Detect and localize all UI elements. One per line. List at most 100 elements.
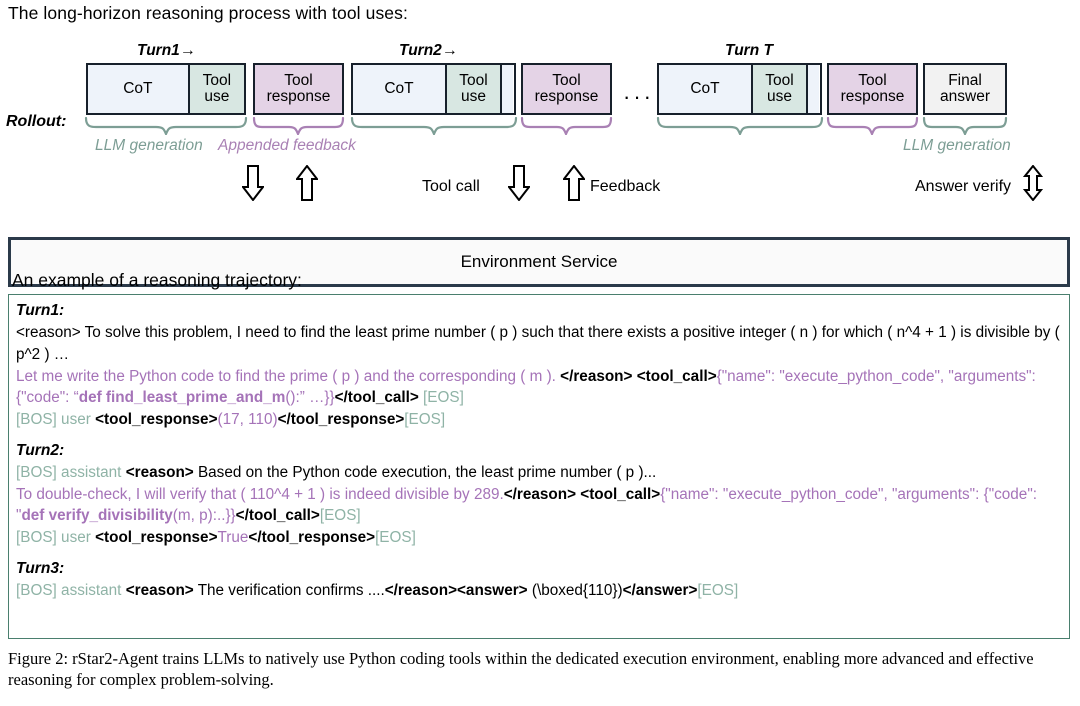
turn1-role-user: user [56,411,96,429]
brace-turnT-feedback [826,117,919,135]
trajectory-turn1-line2: Let me write the Python code to find the… [16,366,1062,409]
cell-tool-response-turnT: Tool response [829,65,916,113]
turn-label-t-text: Turn T [725,42,773,59]
cell-tool-response-turnT-line2: response [840,88,905,105]
environment-service-label: Environment Service [460,252,618,271]
turn3-answer-value: (\boxed{110}) [527,581,623,599]
cell-final-answer: Final answer [925,65,1005,113]
cell-pad-turnT [806,65,819,113]
spacer-2 [16,549,1062,558]
cell-tool-use-turnT-line1: Tool [765,71,794,89]
turn2-role-user: user [56,529,96,547]
turn2-toolcall-json-b: (m, p):..}} [172,507,236,525]
turn-label-2-text: Turn2 [399,42,442,59]
brace-turn2-generation [350,117,518,135]
cell-tool-use-turnT-line2: use [767,88,792,105]
cell-pad-turn2 [500,65,513,113]
cell-final-answer-line2: answer [940,88,990,105]
turn1-python-intent: Let me write the Python code to find the… [16,367,561,385]
turn2-eos-1: [EOS] [319,507,361,525]
trajectory-turn3-line1: [BOS] assistant <reason> The verificatio… [16,580,1062,602]
rollout-label: Rollout: [6,113,67,130]
turn3-bos: [BOS] [16,581,57,599]
turn1-generation-group: CoT Tool use [86,63,246,115]
turn2-toolcall-json-a: {"name": "execute_python_code", "argumen… [16,485,1037,525]
brace-turn1-feedback [252,117,345,135]
turn1-reason-text: <reason> To solve this problem, I need t… [16,324,1060,363]
turn1-tool-response-group: Tool response [253,63,344,115]
turn1-funcname: def find_least_prime_and_m [78,389,286,407]
turn1-toolresponse-open: <tool_response> [95,411,218,429]
trajectory-turn1-line3: [BOS] user <tool_response>(17, 110)</too… [16,409,1062,431]
brace-turnT-generation [656,117,824,135]
cell-tool-response-turn2-line2: response [534,88,599,105]
arrow-up-icon-feedback-2 [563,165,585,201]
turn-label-2: Turn2→ [399,42,458,60]
cell-tool-use-turn2-line1: Tool [459,71,488,89]
turn3-reason-text: The verification confirms .... [193,581,385,599]
cell-tool-use-turn1-line2: use [204,88,230,105]
trajectory-turn2-header: Turn2: [16,441,65,459]
cell-tool-use-turn2: Tool use [445,65,500,113]
figure-caption: Figure 2: rStar2-Agent trains LLMs to na… [8,649,1034,690]
turn2-tool-response-group: Tool response [521,63,612,115]
diagram-ellipsis: ··· [623,84,654,109]
turn-label-1: Turn1→ [137,42,196,60]
cell-tool-response-turn1-line2: response [266,88,331,105]
turn2-reason-close-toolcall-open: </reason> <tool_call> [503,485,661,503]
turn2-reason-text: Based on the Python code execution, the … [193,463,657,481]
trajectory-turn2-line3: [BOS] user <tool_response>True</tool_res… [16,527,1062,549]
turnT-tool-response-group: Tool response [827,63,918,115]
arrow-down-icon-tool-call-2 [508,165,530,201]
turn-label-1-arrow: → [179,42,196,59]
arrow-label-answer-verify: Answer verify [915,178,1012,195]
turn2-reason-open: <reason> [125,463,194,481]
turn3-eos: [EOS] [697,581,739,599]
brace-label-appended-feedback: Appended feedback [218,137,356,154]
cell-tool-use-turn1: Tool use [187,65,244,113]
turn1-toolcall-close: </tool_call> [334,389,424,407]
turn1-toolcall-json-a: {"name": "execute_python_code", "argumen… [16,367,1036,407]
arrow-up-icon-feedback-1 [296,165,318,201]
brace-label-llm-generation-1: LLM generation [95,137,203,154]
turn1-eos-1: [EOS] [423,389,464,407]
turn3-reason-close-answer-open: </reason><answer> [384,581,528,599]
turn1-bos: [BOS] [16,411,57,429]
brace-final-generation [922,117,1008,135]
turn2-generation-group: CoT Tool use [351,63,516,115]
arrow-down-icon-tool-call-1 [242,165,264,201]
turn1-reason-close-toolcall-open: </reason> <tool_call> [560,367,717,385]
cell-tool-response-turn2-line1: Tool [552,71,581,89]
brace-turn1-generation [84,117,248,135]
turn2-bos-2: [BOS] [16,529,57,547]
turn2-bos: [BOS] [16,463,57,481]
final-answer-group: Final answer [923,63,1007,115]
brace-label-llm-generation-2: LLM generation [903,137,1011,154]
trajectory-turn1-line1: <reason> To solve this problem, I need t… [16,322,1062,365]
turn2-funcname: def verify_divisibility [21,507,173,525]
turn-label-1-text: Turn1 [137,42,180,59]
cell-final-answer-line1: Final [948,71,982,89]
turn2-toolresponse-value: True [217,529,249,547]
trajectory-turn2-line1: [BOS] assistant <reason> Based on the Py… [16,462,1062,484]
turn2-verify-intent: To double-check, I will verify that ( 11… [16,485,504,503]
trajectory-box: Turn1: <reason> To solve this problem, I… [8,294,1070,639]
section-heading-top: The long-horizon reasoning process with … [8,3,408,23]
arrow-label-tool-call: Tool call [422,178,480,195]
cell-cot-turn1: CoT [88,65,188,113]
turn1-toolcall-json-b: ():” …}} [285,389,335,407]
turn3-answer-close: </answer> [622,581,698,599]
arrow-updown-icon-answer-verify [1022,165,1044,201]
turnT-generation-group: CoT Tool use [657,63,822,115]
cell-tool-use-turn1-line1: Tool [202,71,232,89]
trajectory-turn3-header: Turn3: [16,559,65,577]
turn1-toolresponse-close: </tool_response> [277,411,405,429]
cell-tool-response-turn2: Tool response [523,65,610,113]
turn2-eos-2: [EOS] [375,529,416,547]
turn-label-t: Turn T [725,42,773,60]
cell-tool-response-turn1-line1: Tool [284,71,313,89]
cell-tool-use-turnT: Tool use [751,65,806,113]
trajectory-turn1-header: Turn1: [16,302,65,319]
cell-cot-turnT: CoT [659,65,751,113]
